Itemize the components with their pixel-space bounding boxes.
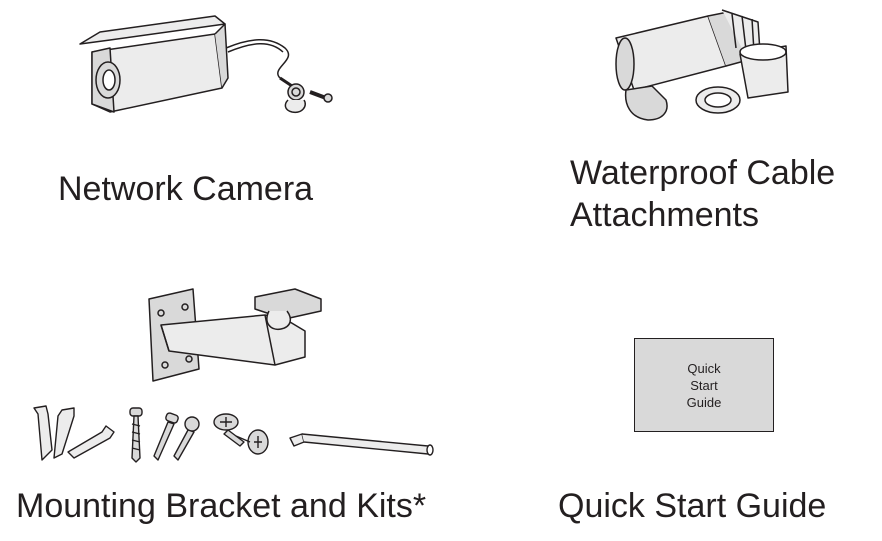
hex-key [289, 433, 434, 456]
quick-start-guide-label: Quick Start Guide [558, 487, 827, 525]
network-camera-label: Network Camera [58, 170, 314, 208]
quick-start-guide-booklet: Quick Start Guide [634, 338, 774, 432]
wall-anchors [33, 405, 115, 461]
mounting-kits-illustration [33, 405, 434, 463]
flat-screws [213, 413, 269, 455]
booklet-text-line: Quick [687, 360, 721, 376]
network-camera-illustration [79, 15, 333, 114]
booklet-text-line: Guide [686, 394, 722, 410]
waterproof-cable-label-line2: Attachments [570, 196, 759, 234]
mounting-bracket-label: Mounting Bracket and Kits* [16, 487, 427, 525]
screws [129, 407, 200, 463]
waterproof-cable-label-line1: Waterproof Cable [570, 154, 836, 192]
booklet-text-line: Start [690, 377, 718, 393]
mounting-bracket-illustration [148, 288, 322, 382]
waterproof-cable-attachments-illustration [615, 9, 789, 121]
